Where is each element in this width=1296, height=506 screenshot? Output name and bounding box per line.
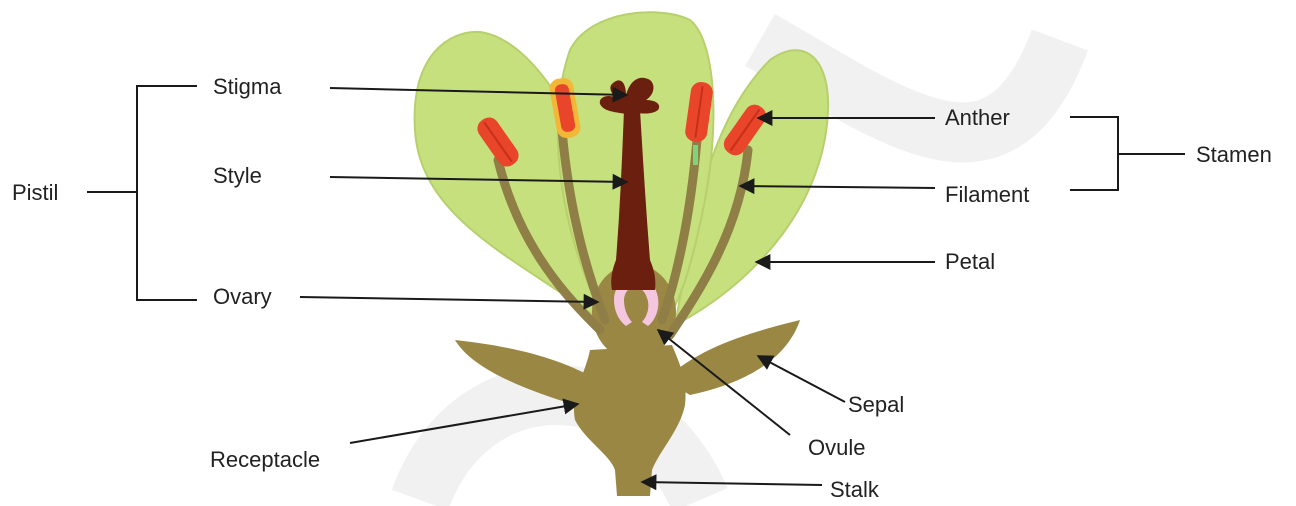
label-ovule: Ovule bbox=[808, 437, 865, 459]
label-style: Style bbox=[213, 165, 262, 187]
label-receptacle: Receptacle bbox=[210, 449, 320, 471]
label-sepal: Sepal bbox=[848, 394, 904, 416]
label-petal: Petal bbox=[945, 251, 995, 273]
label-stalk: Stalk bbox=[830, 479, 879, 501]
ovary-pointer bbox=[300, 297, 598, 302]
label-anther: Anther bbox=[945, 107, 1010, 129]
label-stamen: Stamen bbox=[1196, 144, 1272, 166]
label-ovary: Ovary bbox=[213, 286, 272, 308]
sepal-pointer bbox=[758, 356, 845, 402]
stamen-bracket bbox=[1070, 117, 1185, 190]
label-stigma: Stigma bbox=[213, 76, 281, 98]
label-pistil: Pistil bbox=[12, 182, 58, 204]
label-filament: Filament bbox=[945, 184, 1029, 206]
pistil-bracket bbox=[87, 86, 197, 300]
sepal-right bbox=[665, 320, 800, 395]
